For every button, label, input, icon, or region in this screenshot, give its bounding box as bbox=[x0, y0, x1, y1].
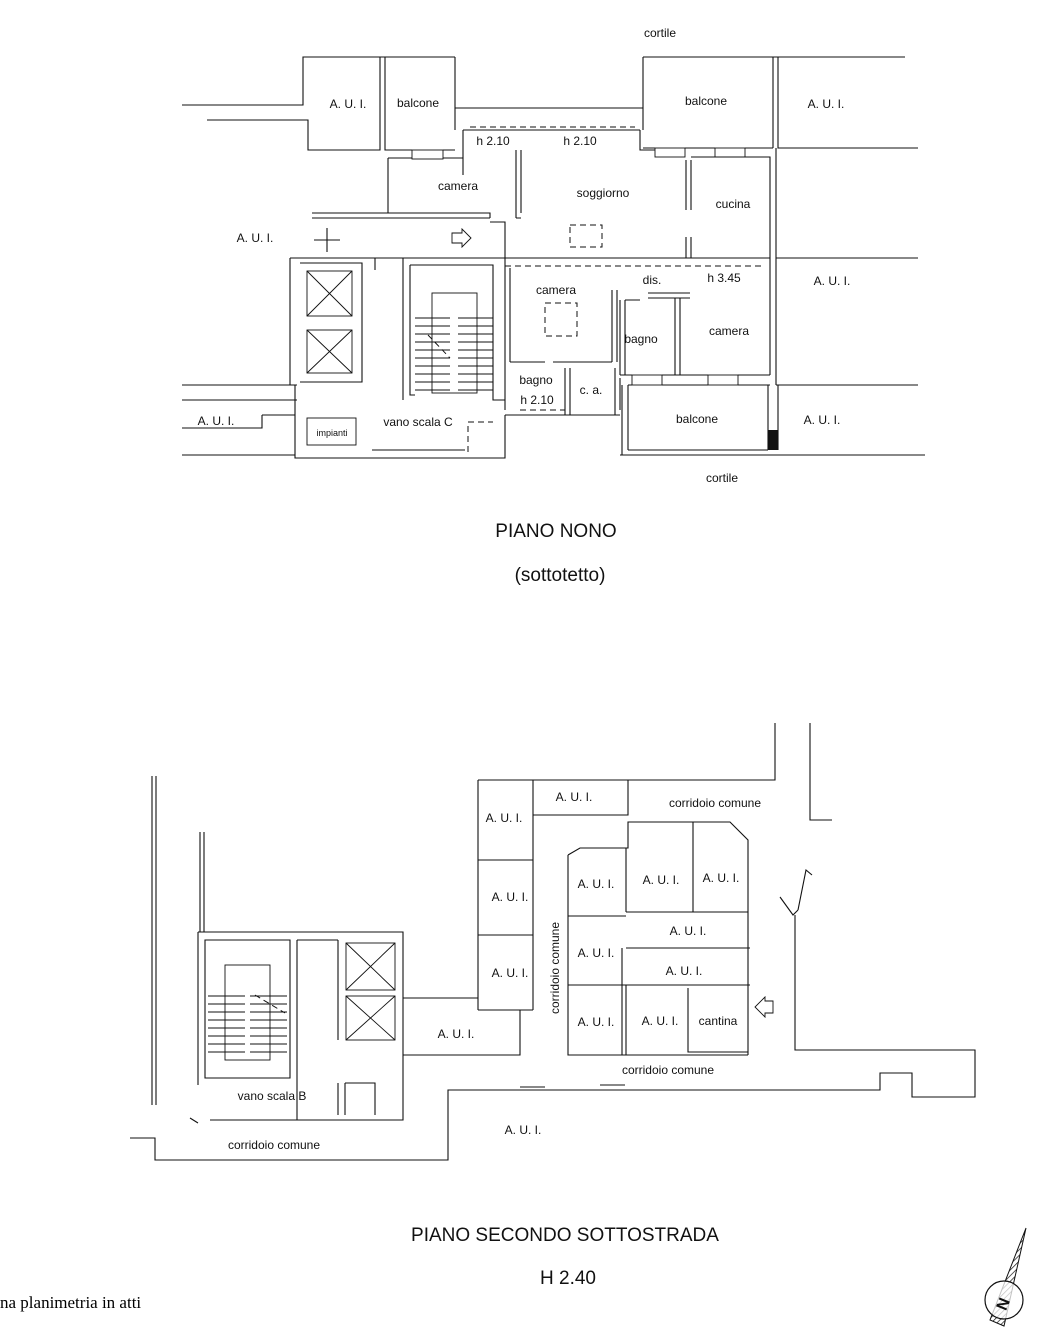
label-disimpegno: dis. bbox=[643, 273, 662, 287]
label-camera-center: camera bbox=[536, 283, 576, 297]
label-balcone-ne: balcone bbox=[685, 94, 727, 108]
stair-break-line bbox=[254, 994, 286, 1014]
window-ne-2 bbox=[714, 147, 746, 158]
stair-treads-c bbox=[415, 317, 493, 391]
stair-core-b bbox=[224, 964, 271, 1061]
label-cortile-bottom: cortile bbox=[706, 471, 738, 485]
dashed-lines-piano-nono bbox=[427, 126, 765, 452]
label-aui-c2r1: A. U. I. bbox=[643, 873, 680, 887]
label-aui-w: A. U. I. bbox=[237, 231, 274, 245]
label-height-n: h 2.10 bbox=[563, 134, 597, 148]
cantina-arrow-icon bbox=[754, 995, 774, 1019]
dashed-box-soggiorno bbox=[569, 224, 603, 248]
label-bagno-s: bagno bbox=[519, 373, 553, 387]
label-aui-r2: A. U. I. bbox=[670, 924, 707, 938]
elevator-shafts-b bbox=[345, 942, 396, 1041]
window-nw bbox=[411, 149, 444, 160]
elevator-cross-icon bbox=[345, 995, 396, 1041]
label-corridoio-n: corridoio comune bbox=[669, 796, 761, 810]
stair-treads-b bbox=[208, 995, 287, 1053]
dashed-box-camera bbox=[544, 302, 578, 337]
label-camera-e: camera bbox=[709, 324, 749, 338]
label-camera-nw: camera bbox=[438, 179, 478, 193]
label-aui-r3: A. U. I. bbox=[666, 964, 703, 978]
walls-piano-nono bbox=[182, 56, 925, 459]
label-aui-ne: A. U. I. bbox=[808, 97, 845, 111]
label-bagno-e: bagno bbox=[624, 332, 658, 346]
label-aui-c1r2: A. U. I. bbox=[578, 946, 615, 960]
label-aui-c1r1: A. U. I. bbox=[578, 877, 615, 891]
label-aui-w-block: A. U. I. bbox=[438, 1027, 475, 1041]
pillar-balcone-s bbox=[768, 430, 778, 450]
elevator-shaft bbox=[345, 942, 396, 991]
label-height-bagno: h 2.10 bbox=[520, 393, 554, 407]
label-impianti: impianti bbox=[316, 428, 347, 438]
label-aui-nw: A. U. I. bbox=[330, 97, 367, 111]
elevator-cross-icon bbox=[306, 270, 353, 317]
stair-core-c bbox=[431, 292, 478, 394]
label-aui-c1r3: A. U. I. bbox=[578, 1015, 615, 1029]
label-cucina: cucina bbox=[716, 197, 751, 211]
label-aui-col-3: A. U. I. bbox=[492, 966, 529, 980]
elevator-shafts-c bbox=[306, 270, 353, 374]
elevator-cross-icon bbox=[345, 942, 396, 991]
label-vano-scala-c: vano scala C bbox=[383, 415, 453, 429]
label-aui-s: A. U. I. bbox=[505, 1123, 542, 1137]
label-aui-col-2: A. U. I. bbox=[492, 890, 529, 904]
label-balcone-s: balcone bbox=[676, 412, 718, 426]
label-aui-sw: A. U. I. bbox=[198, 414, 235, 428]
label-corridoio-vertical: corridoio comune bbox=[548, 922, 562, 1014]
subtitle-piano-sottostrada: H 2.40 bbox=[540, 1268, 596, 1289]
elevator-shaft bbox=[345, 995, 396, 1041]
subtitle-piano-nono: (sottotetto) bbox=[515, 565, 606, 586]
elevator-shaft bbox=[306, 270, 353, 317]
label-aui-col-1: A. U. I. bbox=[486, 811, 523, 825]
label-height-dis: h 3.45 bbox=[707, 271, 741, 285]
label-height-nw: h 2.10 bbox=[476, 134, 510, 148]
entrance-arrow-icon bbox=[451, 227, 472, 249]
elevator-cross-icon bbox=[306, 329, 353, 374]
north-arrow-icon: N bbox=[984, 1227, 1027, 1327]
label-balcone-nw: balcone bbox=[397, 96, 439, 110]
label-aui-n-strip: A. U. I. bbox=[556, 790, 593, 804]
label-cantina: cantina bbox=[699, 1014, 738, 1028]
window-ne-1 bbox=[654, 147, 686, 158]
plan-piano-nono: cortile A. U. I. balcone balcone A. U. I… bbox=[182, 26, 925, 586]
label-aui-e: A. U. I. bbox=[814, 274, 851, 288]
compass-circle bbox=[984, 1280, 1024, 1320]
footnote: na planimetria in atti bbox=[0, 1293, 141, 1312]
elevator-shaft bbox=[306, 329, 353, 374]
label-vano-scala-b: vano scala B bbox=[238, 1089, 307, 1103]
impianti-box bbox=[306, 417, 357, 446]
label-aui-c2r3: A. U. I. bbox=[642, 1014, 679, 1028]
label-corridoio-s: corridoio comune bbox=[622, 1063, 714, 1077]
label-aui-c3r1: A. U. I. bbox=[703, 871, 740, 885]
title-piano-nono: PIANO NONO bbox=[495, 521, 616, 542]
label-corridoio-w: corridoio comune bbox=[228, 1138, 320, 1152]
label-cortile-top: cortile bbox=[644, 26, 676, 40]
label-cabina-armadio: c. a. bbox=[580, 383, 603, 397]
window-s-1 bbox=[631, 374, 663, 386]
label-aui-se: A. U. I. bbox=[804, 413, 841, 427]
label-soggiorno: soggiorno bbox=[577, 186, 630, 200]
plan-piano-sottostrada: A. U. I. corridoio comune A. U. I. A. U.… bbox=[130, 723, 976, 1289]
title-piano-sottostrada: PIANO SECONDO SOTTOSTRADA bbox=[411, 1225, 719, 1246]
walls-piano-sottostrada bbox=[130, 723, 976, 1161]
window-s-2 bbox=[707, 374, 739, 386]
